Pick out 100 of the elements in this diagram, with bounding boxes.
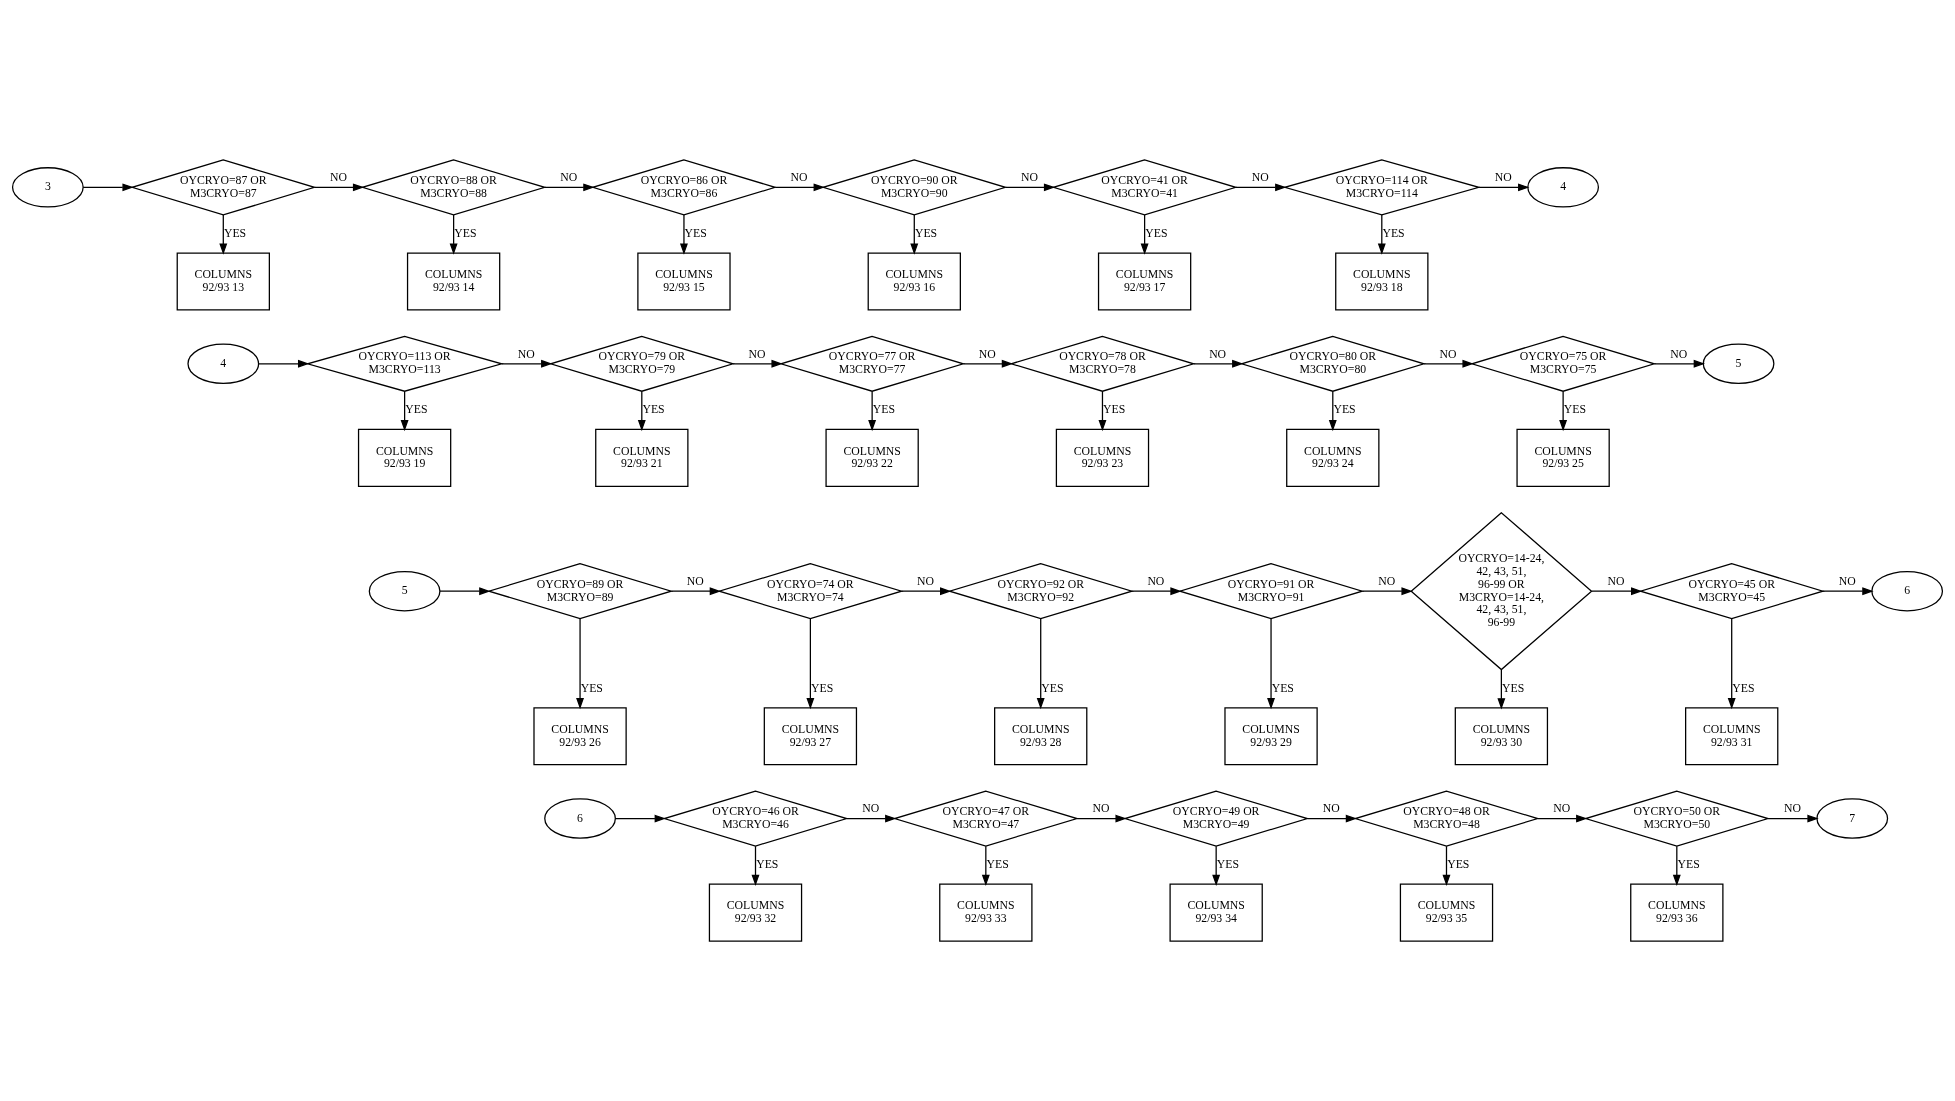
edge-label: YES [1447,858,1470,872]
node-box: COLUMNS 92/93 29 [1224,707,1318,766]
node-diamond: OYCRYO=89 OR M3CRYO=89 [486,563,674,620]
edge-label: YES [1382,226,1405,240]
node-box: COLUMNS 92/93 33 [939,883,1033,942]
node-diamond: OYCRYO=88 OR M3CRYO=88 [360,159,547,216]
arrow [1306,814,1358,823]
edge-label: YES [642,403,665,417]
node-diamond: OYCRYO=113 OR M3CRYO=113 [305,335,504,392]
node-diamond: OYCRYO=48 OR M3CRYO=48 [1353,790,1540,847]
node-ellipse: 4 [187,343,260,385]
node-diamond: OYCRYO=75 OR M3CRYO=75 [1469,335,1657,392]
node-box: COLUMNS 92/93 13 [176,252,270,311]
node-box: COLUMNS 92/93 31 [1685,707,1779,766]
arrow [576,618,585,710]
arrow [258,359,310,368]
arrow [1036,618,1045,710]
arrow [1005,183,1056,192]
node-diamond: OYCRYO=41 OR M3CRYO=41 [1051,159,1238,216]
arrow [1478,183,1530,192]
edge-label: YES [580,681,603,695]
arrow [449,214,458,255]
arrow [1267,618,1276,710]
node-box: COLUMNS 92/93 16 [867,252,961,311]
edge-label: NO [917,574,935,588]
edge-label: YES [1732,681,1755,695]
node-ellipse: 6 [544,798,616,839]
arrow [439,587,491,596]
arrow [962,359,1014,368]
node-box: COLUMNS 92/93 23 [1055,428,1150,487]
edge-label: NO [1378,574,1396,588]
node-ellipse: 7 [1816,798,1889,839]
node-diamond: OYCRYO=79 OR M3CRYO=79 [548,335,736,392]
arrow [637,390,646,432]
edge-label: NO [1439,347,1457,361]
edge-label: NO [978,347,996,361]
arrow [1497,669,1506,710]
edge-label: NO [748,347,766,361]
edge-label: NO [1322,802,1340,816]
node-diamond: OYCRYO=92 OR M3CRYO=92 [947,563,1135,620]
arrow [1653,359,1706,368]
arrow [1140,214,1149,255]
edge-label: YES [1563,403,1586,417]
node-diamond: OYCRYO=91 OR M3CRYO=91 [1177,563,1365,620]
edge-label: NO [1494,171,1512,185]
edge-label: YES [454,226,477,240]
edge-label: YES [223,226,247,240]
edge-label: NO [1020,171,1038,185]
node-diamond: OYCRYO=114 OR M3CRYO=114 [1282,159,1482,216]
edge-label: NO [1209,347,1227,361]
node-box: COLUMNS 92/93 35 [1399,883,1494,942]
arrow [846,814,897,823]
arrow [679,214,688,255]
arrow [774,183,825,192]
arrow [1559,390,1568,432]
edge-label: YES [1216,858,1240,872]
arrow [501,359,553,368]
edge-label: YES [1041,681,1064,695]
arrow [901,587,952,596]
node-box: COLUMNS 92/93 15 [637,252,731,311]
node-box: COLUMNS 92/93 17 [1097,252,1192,311]
edge-label: YES [1103,403,1126,417]
arrow [1328,390,1337,432]
edge-label: NO [329,171,347,185]
arrow [1076,814,1127,823]
arrow [981,845,990,887]
arrow [1537,814,1588,823]
node-diamond: OYCRYO=80 OR M3CRYO=80 [1239,335,1427,392]
edge-label: YES [1271,681,1294,695]
arrow [1591,587,1643,596]
arrow [400,390,409,432]
node-diamond: OYCRYO=86 OR M3CRYO=86 [590,159,778,216]
arrow [1442,845,1451,887]
arrow [1361,587,1413,596]
edge-label: YES [756,858,779,872]
edge-label: NO [517,347,535,361]
node-box: COLUMNS 92/93 14 [406,252,501,311]
node-box: COLUMNS 92/93 19 [357,428,452,487]
arrow [751,845,760,887]
node-ellipse: 6 [1871,570,1944,612]
node-box: COLUMNS 92/93 26 [533,707,627,766]
edge-label: YES [811,681,834,695]
node-diamond: OYCRYO=45 OR M3CRYO=45 [1638,563,1826,620]
node-diamond: OYCRYO=46 OR M3CRYO=46 [662,790,849,847]
node-ellipse: 5 [1702,343,1775,385]
arrow [1767,814,1819,823]
edge-label: NO [1670,347,1688,361]
node-ellipse: 4 [1527,167,1600,208]
node-ellipse: 3 [11,167,84,208]
edge-label: YES [1677,858,1700,872]
arrow [1822,587,1874,596]
edge-label: NO [1783,802,1801,816]
node-box: COLUMNS 92/93 34 [1169,883,1263,942]
node-box: COLUMNS 92/93 36 [1630,883,1724,942]
node-box: COLUMNS 92/93 28 [994,707,1088,766]
node-diamond: OYCRYO=77 OR M3CRYO=77 [778,335,966,392]
node-box: COLUMNS 92/93 22 [825,428,919,487]
edge-label: NO [790,171,808,185]
arrow [670,587,722,596]
arrow [732,359,783,368]
